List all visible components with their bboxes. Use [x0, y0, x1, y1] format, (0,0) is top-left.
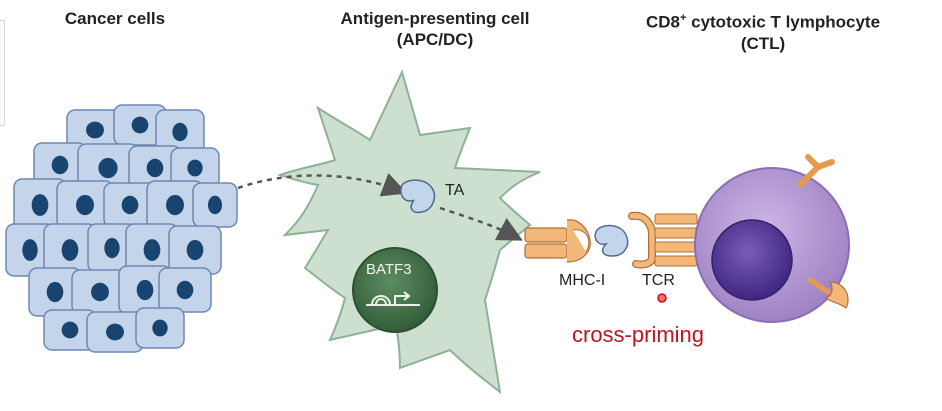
cursor-dot-icon — [657, 293, 667, 303]
cancer-cell-nucleus — [176, 280, 194, 300]
label-mhc-i: MHC-I — [559, 272, 606, 289]
cancer-cell-nucleus — [86, 121, 104, 139]
cancer-cell-nucleus — [131, 116, 149, 134]
dashed-arrow-uptake — [237, 173, 408, 197]
cancer-cell-nucleus — [61, 321, 79, 339]
label-batf3: BATF3 — [366, 261, 412, 278]
presented-antigen-icon — [594, 224, 629, 257]
cancer-cell-nucleus — [46, 281, 64, 303]
tcr-receptor — [628, 211, 698, 269]
antigen-icon — [400, 179, 436, 214]
cancer-cell-nucleus — [104, 237, 120, 259]
cancer-cell-nucleus — [186, 239, 204, 261]
annotation-cross-priming: cross-priming — [572, 322, 705, 347]
label-ta: TA — [445, 182, 465, 199]
label-tcr: TCR — [642, 272, 675, 289]
header-ctl-cd8: CD8 — [645, 12, 680, 32]
cancer-cell-nucleus — [207, 195, 223, 215]
apc-dendritic-cell — [276, 69, 541, 395]
cancer-cell-nucleus — [146, 158, 164, 178]
header-ctl: CD8+ cytotoxic T lymphocyte (CTL) — [598, 8, 928, 54]
ctl-crescent-receptor — [807, 277, 849, 309]
header-apc-line1: Antigen-presenting cell — [340, 9, 530, 28]
header-apc-line2: (APC/DC) — [396, 30, 474, 49]
header-apc: Antigen-presenting cell (APC/DC) — [290, 8, 580, 50]
dashed-arrow-presentation — [439, 206, 523, 241]
header-ctl-sup: + — [679, 12, 687, 24]
cancer-cell-nucleus — [91, 282, 109, 302]
cancer-cell-nucleus — [187, 159, 203, 177]
cancer-cell-nucleus — [136, 279, 154, 301]
cancer-cell-nucleus — [152, 319, 168, 337]
mhc-i-receptor — [524, 219, 591, 263]
cancer-cell-nucleus — [98, 157, 118, 179]
cancer-cell-nucleus — [31, 194, 49, 216]
cancer-cell-cluster — [5, 104, 238, 353]
cancer-cell-nucleus — [76, 194, 94, 216]
header-ctl-line2: (CTL) — [740, 33, 786, 53]
cancer-cell-nucleus — [172, 122, 188, 142]
ctl-y-receptor — [797, 154, 835, 188]
ctl-nucleus — [711, 219, 793, 301]
cancer-cell-nucleus — [61, 239, 79, 261]
side-panel-tab[interactable] — [0, 20, 5, 126]
batf3-nucleus — [352, 247, 438, 333]
header-cancer-cells: Cancer cells — [64, 9, 166, 28]
cancer-cell-nucleus — [143, 239, 161, 261]
header-ctl-rest: cytotoxic T lymphocyte — [686, 12, 881, 32]
dna-gene-icon — [366, 291, 420, 306]
cancer-cell-nucleus — [166, 194, 184, 216]
cancer-cell-nucleus — [51, 155, 69, 175]
cancer-cell-nucleus — [106, 323, 124, 341]
cancer-cell-nucleus — [22, 239, 38, 261]
header-ctl-line1: CD8+ cytotoxic T lymphocyte — [598, 8, 928, 33]
cancer-cell-nucleus — [121, 195, 139, 215]
